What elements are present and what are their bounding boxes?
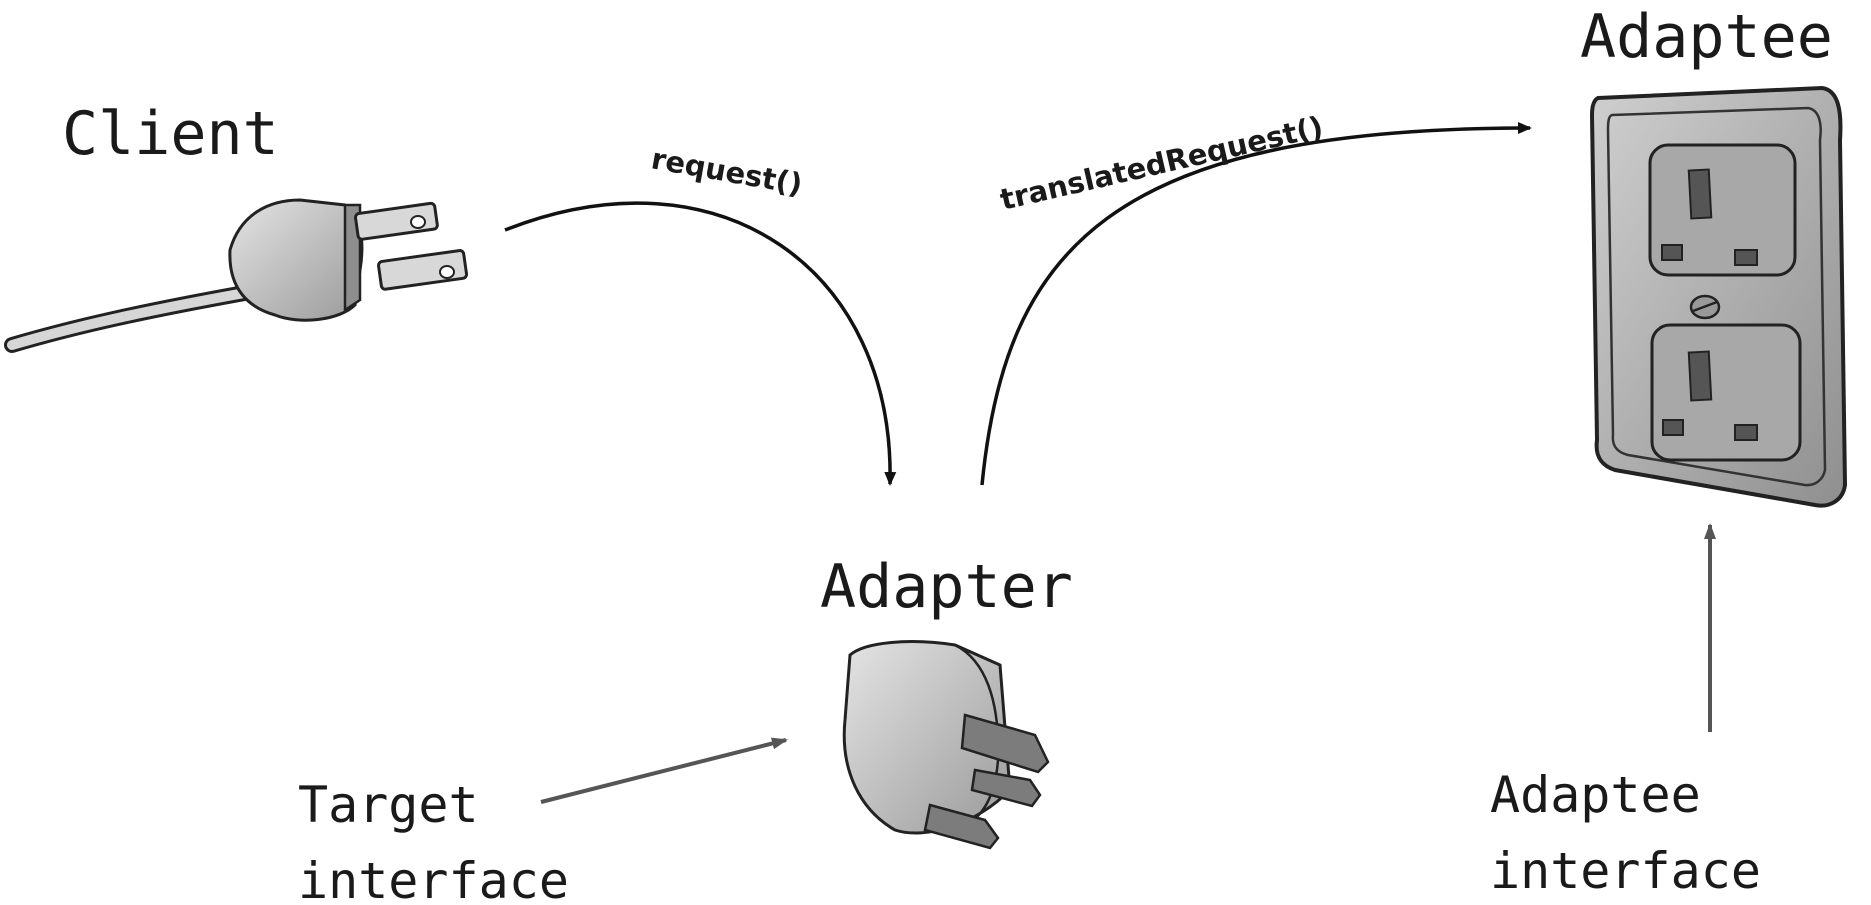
request-label: request() [649,141,805,201]
uk-wall-socket-icon [1589,85,1848,508]
adaptee-label: Adaptee [1580,2,1833,72]
target-interface-label-line2: interface [298,852,569,905]
request-arrow [504,201,897,486]
target-interface-pointer [540,737,788,804]
translated-request-arrow [980,122,1532,486]
adaptee-interface-label-line2: interface [1490,842,1761,900]
client-label: Client [62,99,279,169]
target-interface-label-line1: Target [298,776,479,834]
uk-adapter-plug-icon [842,640,1050,850]
translated-request-label: translatedRequest() [997,109,1326,216]
adaptee-interface-label-line1: Adaptee [1490,766,1701,824]
us-plug-icon [4,198,469,353]
adapter-label: Adapter [820,552,1073,622]
